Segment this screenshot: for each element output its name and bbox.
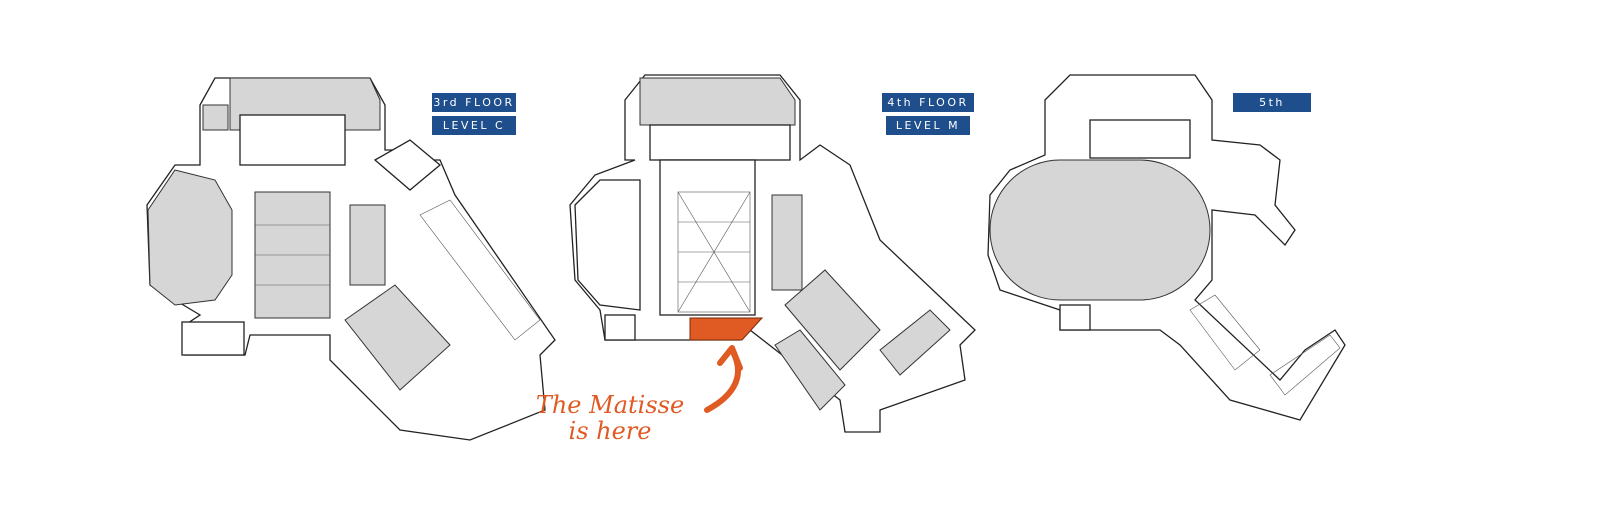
floor-plan-4th-floor — [569, 74, 976, 433]
matisse-room-highlight — [689, 317, 764, 341]
matisse-callout: The Matisse is here — [520, 392, 700, 444]
callout-arrowhead — [717, 345, 743, 371]
callout-line-1: The Matisse — [535, 391, 685, 419]
level-label-c: LEVEL C — [432, 116, 516, 135]
floor-plan-5th-floor — [987, 74, 1346, 421]
level-label-m: LEVEL M — [886, 116, 970, 135]
floor-label-3rd: 3rd FLOOR — [432, 93, 516, 112]
floor-plan-3rd-floor — [146, 77, 556, 441]
callout-line-2: is here — [568, 417, 652, 445]
floor-label-5th: 5th FLOOR — [1233, 93, 1311, 128]
floor-label-4th: 4th FLOOR — [882, 93, 974, 112]
